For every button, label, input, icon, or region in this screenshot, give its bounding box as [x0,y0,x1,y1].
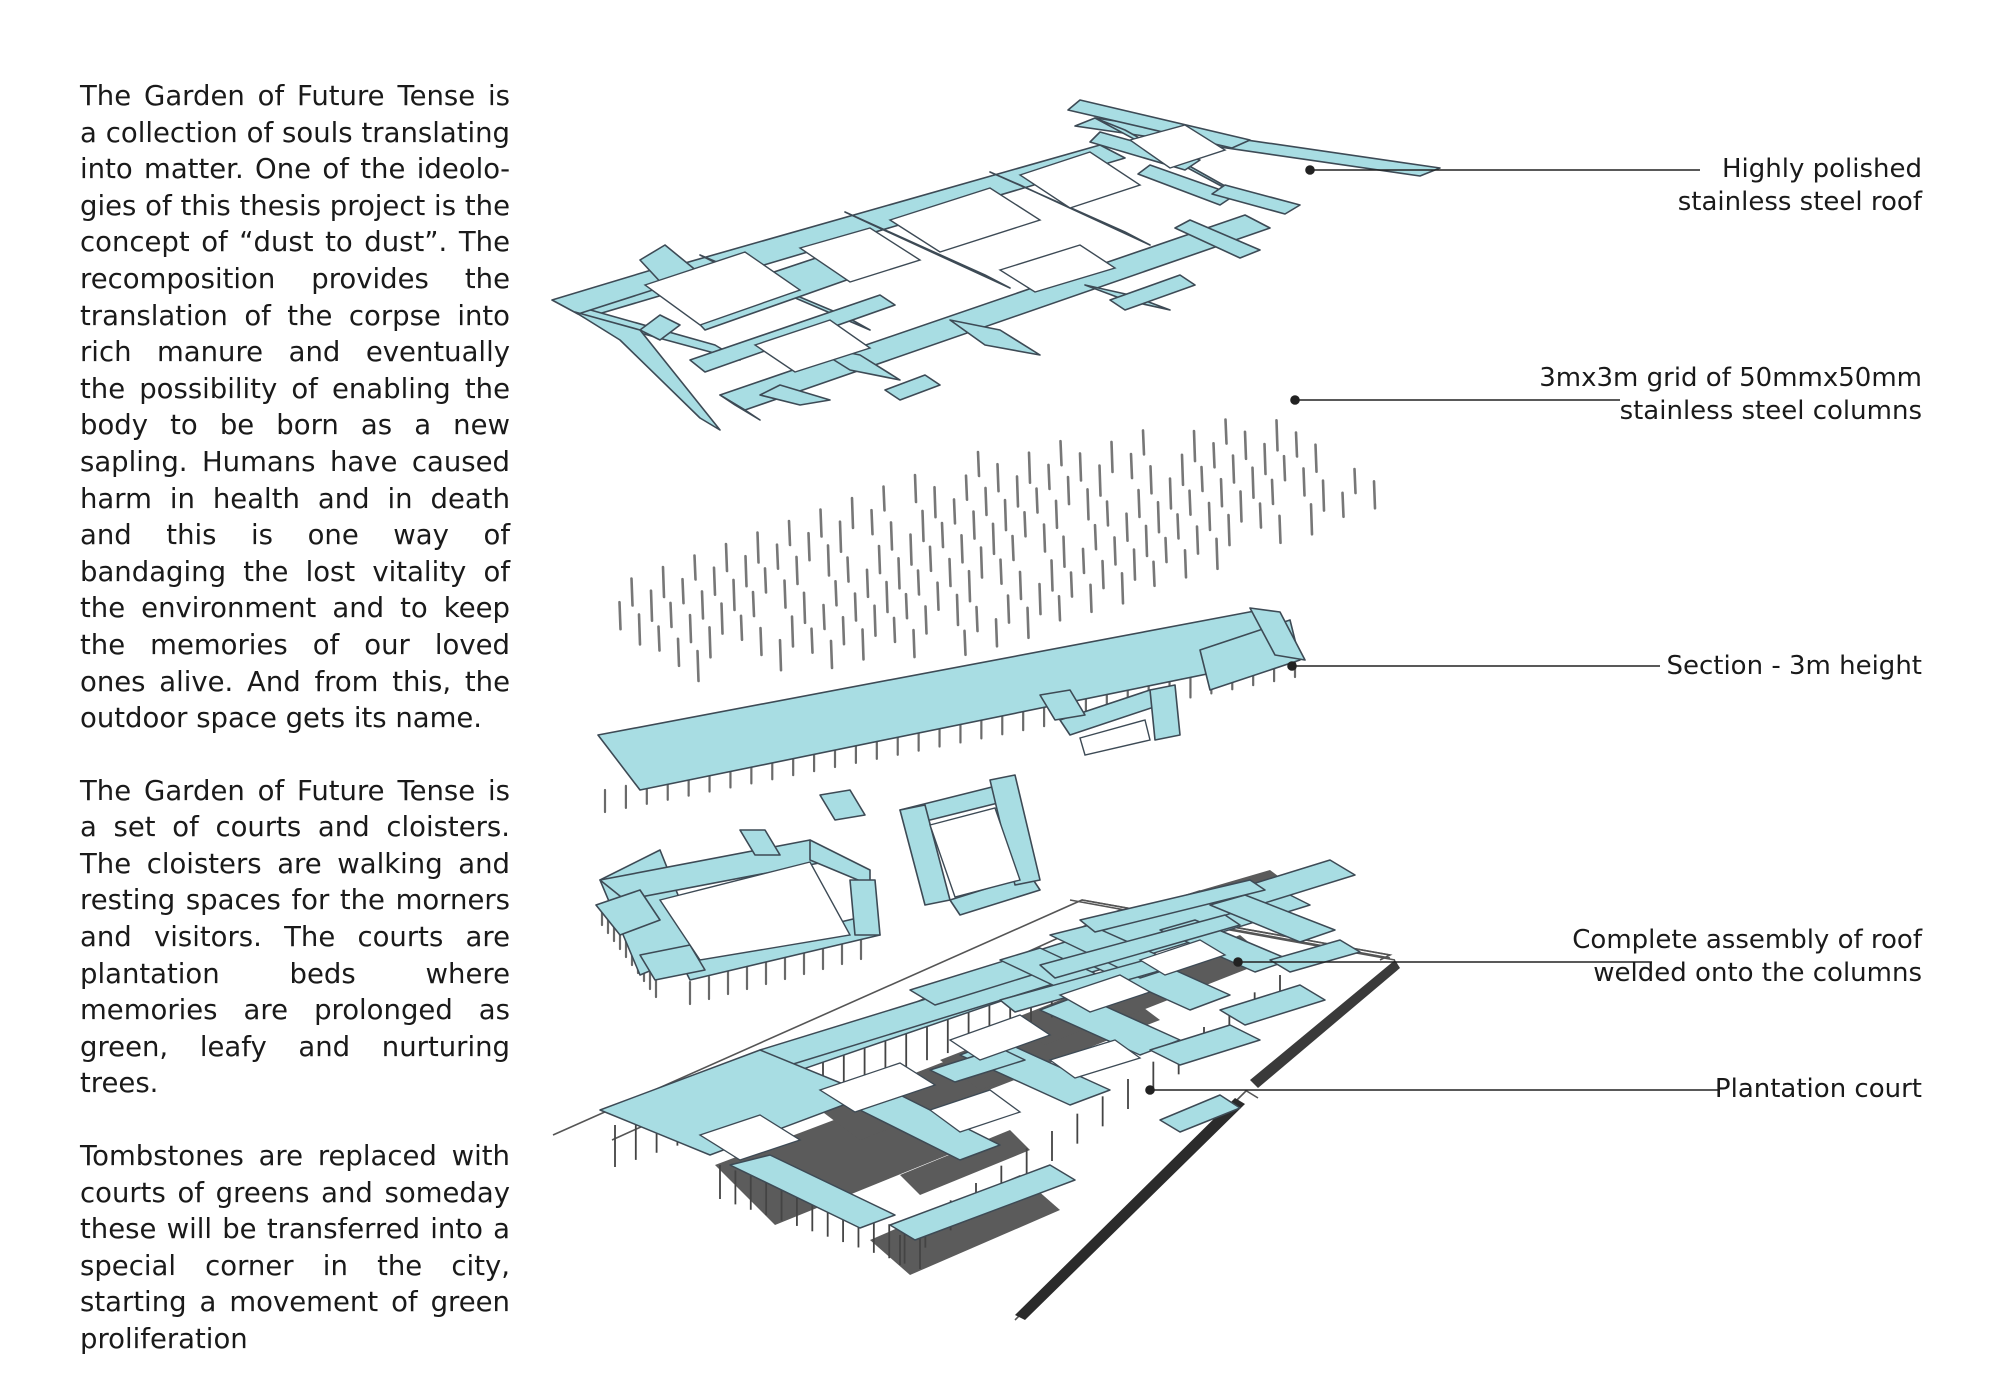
section-layer [595,607,1306,1006]
paragraph-tombstones: Tombstones are replaced with courts of g… [80,1140,510,1355]
paragraph-intro: The Garden of Future Tense is a collecti… [80,80,510,735]
paragraph-courts: The Garden of Future Tense is a set of c… [80,774,510,1100]
leader-court-dot [1145,1085,1155,1095]
description-text: The Garden of Future Tense is a collecti… [80,78,510,1394]
leader-assembly-dot [1233,957,1243,967]
leader-section-dot [1287,661,1297,671]
leader-roof-dot [1305,165,1315,175]
roof-layer [551,99,1441,431]
column-grid-layer [618,418,1377,683]
leader-lines [1145,165,1718,1095]
leader-columns-dot [1290,395,1300,405]
roof-voids [643,124,1227,373]
assembly-layer [552,859,1400,1321]
